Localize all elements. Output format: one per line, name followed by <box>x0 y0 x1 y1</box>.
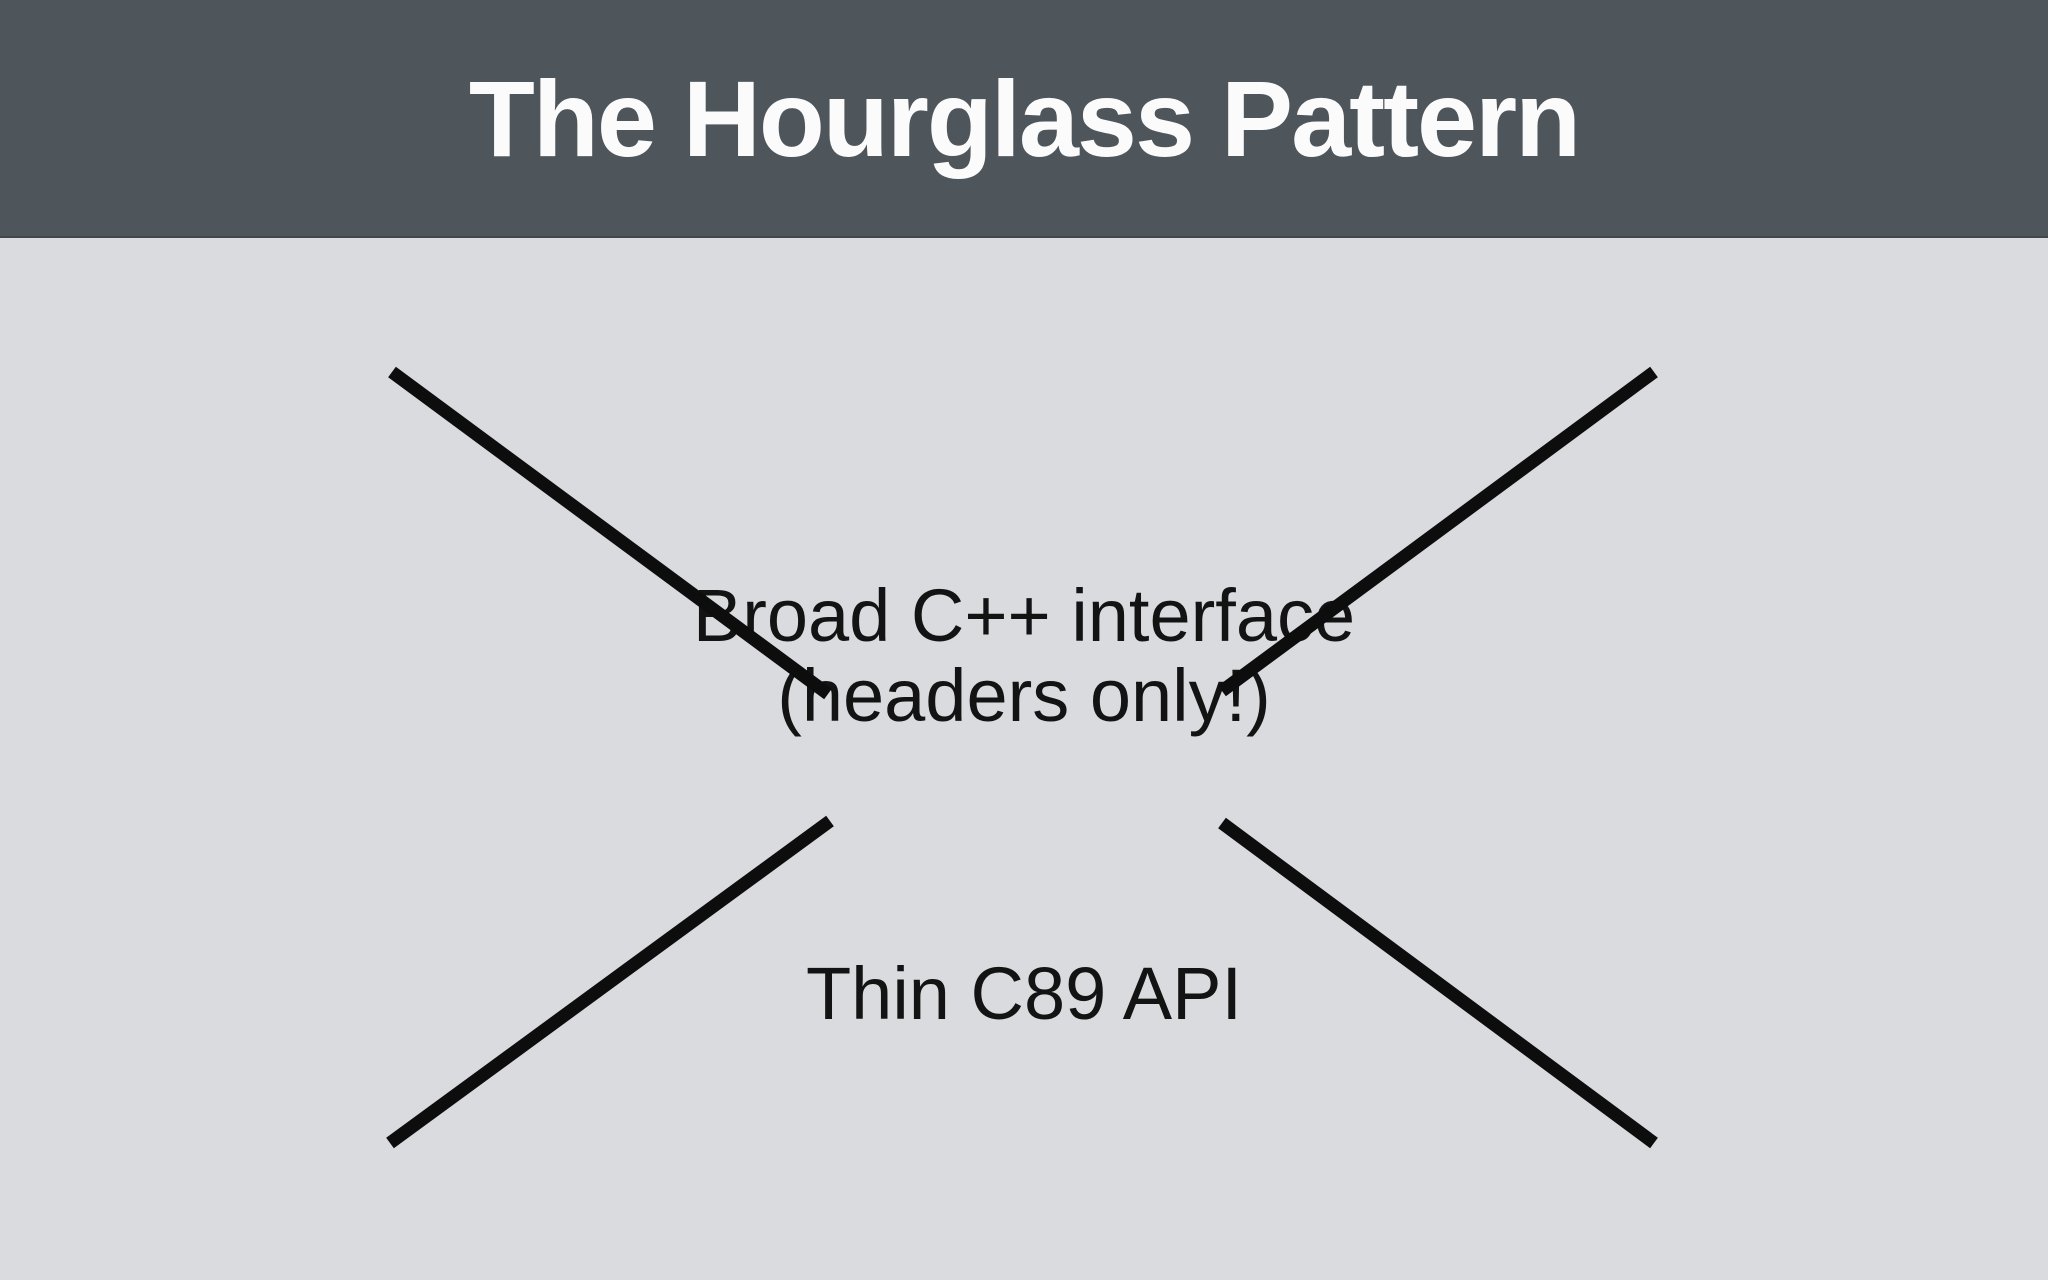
top-interface-label-line1: Broad C++ interface <box>692 574 1356 657</box>
top-interface-label-line2: (headers only!) <box>777 654 1271 737</box>
diagram-canvas: Broad C++ interface (headers only!) Thin… <box>0 238 2048 1280</box>
page-title: The Hourglass Pattern <box>468 57 1581 179</box>
top-interface-label: Broad C++ interface (headers only!) <box>0 576 2048 736</box>
thin-api-label: Thin C89 API <box>805 952 1242 1035</box>
title-bar: The Hourglass Pattern <box>0 0 2048 238</box>
